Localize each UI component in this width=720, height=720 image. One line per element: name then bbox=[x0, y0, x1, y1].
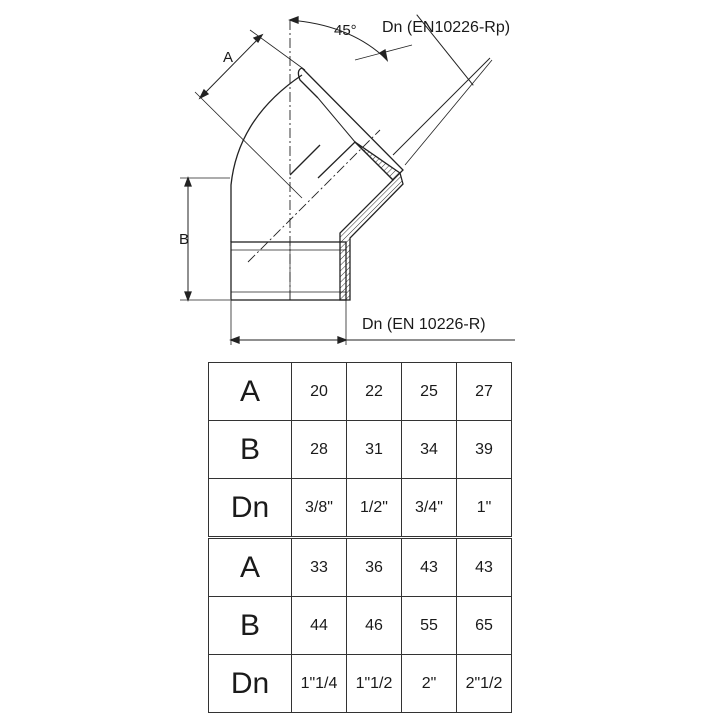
table-cell: 27 bbox=[456, 362, 512, 421]
dim-a-arrow-2 bbox=[252, 33, 264, 44]
angle-arrow-1 bbox=[288, 16, 299, 24]
socket-bore bbox=[317, 97, 356, 143]
dimension-table-1: A 20 22 25 27 B 28 31 34 39 Dn 3/8" 1/2"… bbox=[208, 362, 512, 537]
diagonal-centerline bbox=[247, 129, 381, 263]
row-key: Dn bbox=[208, 654, 292, 713]
table-cell: 31 bbox=[346, 420, 402, 479]
table-cell: 20 bbox=[291, 362, 347, 421]
angle-arc bbox=[289, 19, 386, 59]
table-cell: 43 bbox=[456, 538, 512, 597]
table-cell: 25 bbox=[401, 362, 457, 421]
table-cell: 3/4" bbox=[401, 478, 457, 537]
dn-bottom-arrow-1 bbox=[229, 336, 240, 344]
socket-outline bbox=[297, 67, 404, 181]
table-cell: 28 bbox=[291, 420, 347, 479]
dn-top-ext-1 bbox=[354, 44, 413, 61]
table-row: B 28 31 34 39 bbox=[208, 420, 512, 479]
table-cell: 46 bbox=[346, 596, 402, 655]
body-inner-curve bbox=[289, 144, 321, 176]
table-cell: 43 bbox=[401, 538, 457, 597]
table-row: A 20 22 25 27 bbox=[208, 362, 512, 421]
row-key: B bbox=[208, 420, 292, 479]
table-row: A 33 36 43 43 bbox=[208, 538, 512, 597]
row-key: Dn bbox=[208, 478, 292, 537]
angle-label: 45° bbox=[334, 22, 357, 39]
table-row: Dn 1"1/4 1"1/2 2" 2"1/2 bbox=[208, 654, 512, 713]
table-cell: 1"1/4 bbox=[291, 654, 347, 713]
table-cell: 1/2" bbox=[346, 478, 402, 537]
dn-male-thread-label: Dn (EN 10226-R) bbox=[362, 316, 486, 333]
dn-bottom-arrow-2 bbox=[337, 336, 348, 344]
dn-top-leader bbox=[392, 57, 491, 156]
row-key: A bbox=[208, 362, 292, 421]
dimension-table-2: A 33 36 43 43 B 44 46 55 65 Dn 1"1/4 1"1… bbox=[208, 538, 512, 713]
dim-a-ext-1 bbox=[194, 91, 303, 199]
table-row: Dn 3/8" 1/2" 3/4" 1" bbox=[208, 478, 512, 537]
table-cell: 1" bbox=[456, 478, 512, 537]
dn-top-ext-2 bbox=[404, 59, 493, 166]
male-thread bbox=[230, 241, 347, 301]
socket-hatch bbox=[339, 141, 404, 301]
dimension-b-label: B bbox=[179, 231, 190, 248]
table-cell: 33 bbox=[291, 538, 347, 597]
table-cell: 2"1/2 bbox=[456, 654, 512, 713]
dim-b-arrow-top bbox=[184, 176, 192, 187]
table-cell: 3/8" bbox=[291, 478, 347, 537]
table-cell: 22 bbox=[346, 362, 402, 421]
dimension-a-label: A bbox=[223, 49, 234, 66]
table-cell: 44 bbox=[291, 596, 347, 655]
dn-female-thread-label: Dn (EN10226-Rp) bbox=[382, 19, 511, 36]
table-cell: 65 bbox=[456, 596, 512, 655]
table-cell: 55 bbox=[401, 596, 457, 655]
dim-a-arrow-1 bbox=[198, 88, 210, 100]
table-cell: 39 bbox=[456, 420, 512, 479]
angle-arrow-2 bbox=[378, 48, 389, 62]
body-outer-curve bbox=[230, 74, 303, 242]
table-cell: 34 bbox=[401, 420, 457, 479]
table-cell: 36 bbox=[346, 538, 402, 597]
dim-a-line bbox=[201, 36, 261, 97]
elbow-fitting-drawing bbox=[180, 14, 515, 345]
table-row: B 44 46 55 65 bbox=[208, 596, 512, 655]
dn-top-line bbox=[416, 14, 474, 86]
dim-b-arrow-bottom bbox=[184, 291, 192, 302]
table-cell: 1"1/2 bbox=[346, 654, 402, 713]
table-cell: 2" bbox=[401, 654, 457, 713]
row-key: A bbox=[208, 538, 292, 597]
row-key: B bbox=[208, 596, 292, 655]
